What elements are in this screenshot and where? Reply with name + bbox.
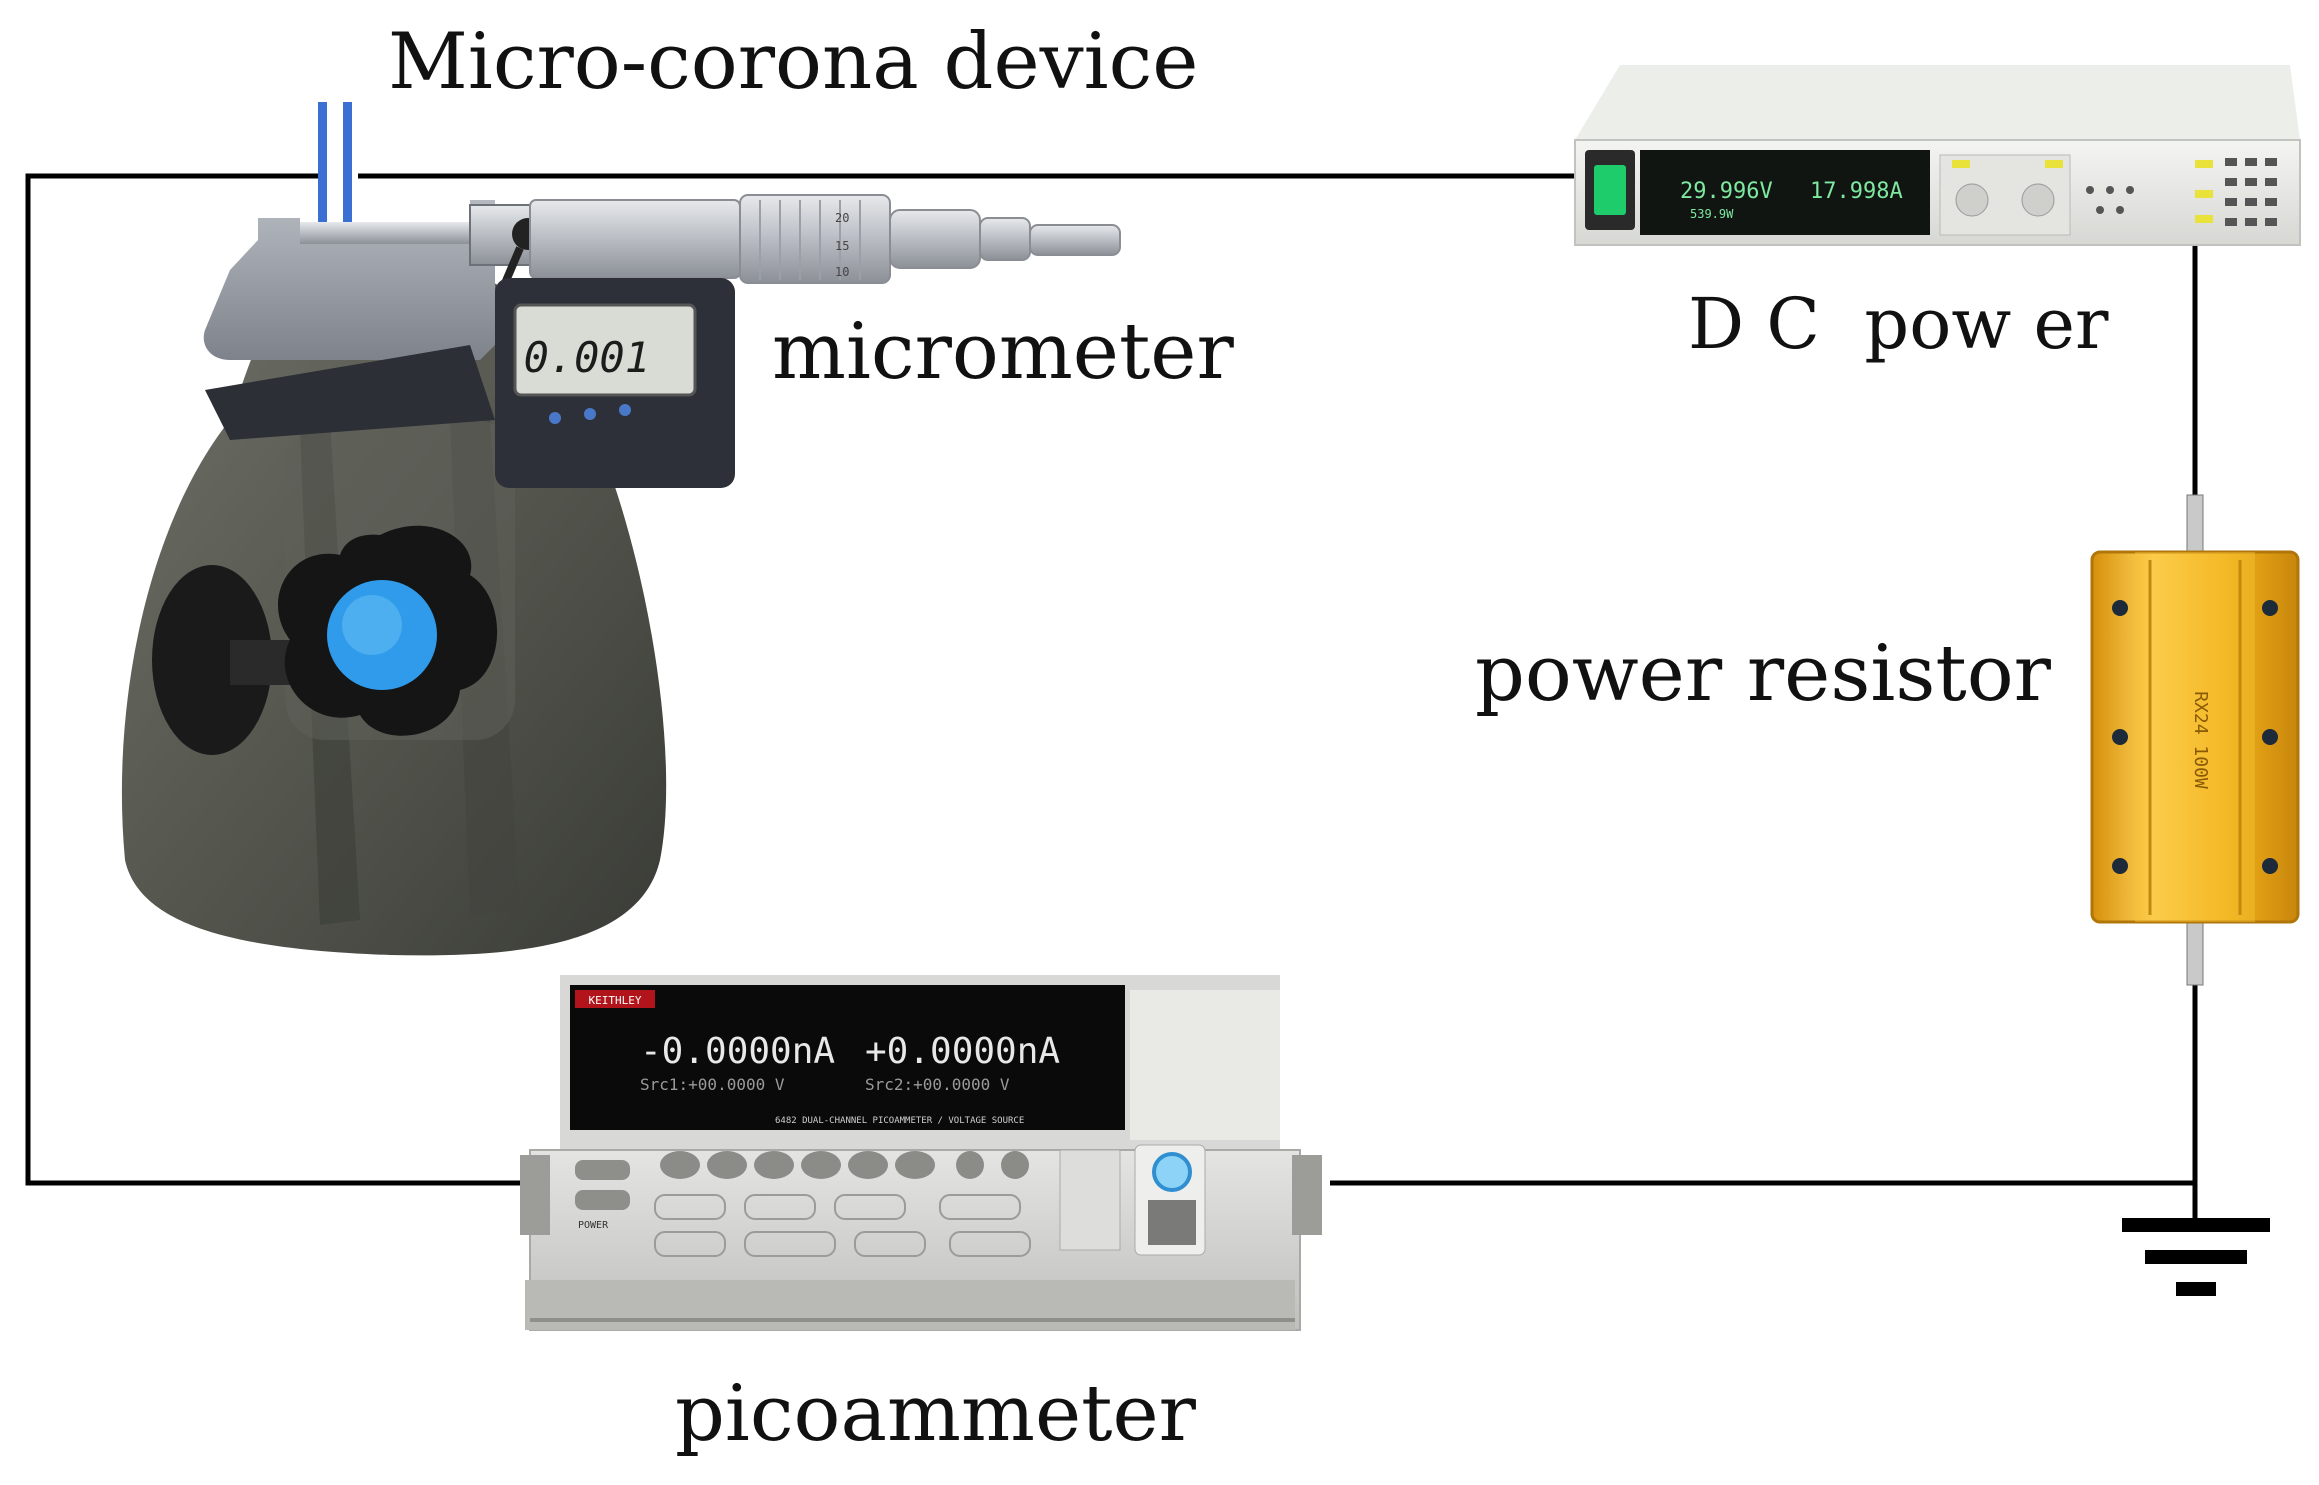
micrometer-lcd [513,303,697,397]
corona-plate-left [318,102,327,264]
pico-model: 6482 DUAL-CHANNEL PICOAMMETER / VOLTAGE … [775,1116,1024,1126]
corona-plate-right [343,102,352,264]
pico-ch2-source: Src2:+00.0000 V [865,1075,1010,1094]
psu-indicator-buttons [1952,160,2213,223]
circuit-wires [25,173,2198,1222]
pico-brand-badge [575,990,655,1008]
psu-power-readout: 539.9W [1690,207,1734,221]
psu-current: 17.998A [1810,179,1903,204]
micrometer-label: micrometer [772,307,1234,397]
ground-symbol-icon [2122,1218,2270,1296]
power-resistor-label: power resistor [1475,629,2052,719]
psu-knob-current [2021,183,2055,217]
wire-left-loop [25,173,530,1186]
psu-screen [1640,150,1930,235]
power-resistor: RX24 100W [2090,494,2300,986]
micro-corona-device-label: Micro-corona device [388,17,1198,107]
pico-ch1-source: Src1:+00.0000 V [640,1075,785,1094]
svg-text:15: 15 [835,239,849,253]
wire-pico-to-ground [1330,1180,2198,1222]
pico-ch1-current: -0.0000nA [640,1031,835,1072]
front-knob [278,525,498,736]
resistor-mounting-holes [2112,600,2278,874]
picoammeter-instrument: KEITHLEY -0.0000nA +0.0000nA Src1:+00.00… [520,975,1322,1331]
micrometer-reading: 0.001 [524,333,650,382]
dc-power-supply: 29.996V 17.998A 539.9W [1574,65,2301,246]
svg-text:20: 20 [835,211,849,225]
psu-keypad [2086,158,2277,226]
dc-power-label: D C pow er [1688,283,2109,365]
picoammeter-label: picoammeter [675,1369,1197,1459]
pico-power-label: POWER [578,1220,609,1231]
pico-ch2-current: +0.0000nA [865,1031,1060,1072]
pico-output-button [1152,1152,1192,1192]
svg-text:10: 10 [835,265,849,279]
psu-voltage: 29.996V [1680,179,1773,204]
resistor-marking: RX24 100W [2190,691,2211,789]
psu-knob-voltage [1955,183,1989,217]
pico-screen [570,985,1125,1130]
micrometer-buttons [549,404,631,424]
pico-brand: KEITHLEY [589,994,642,1007]
micrometer-assembly: 20 15 10 0.001 [121,194,1121,956]
pico-function-keys [660,1151,1029,1179]
micro-corona-electrodes [318,102,352,264]
